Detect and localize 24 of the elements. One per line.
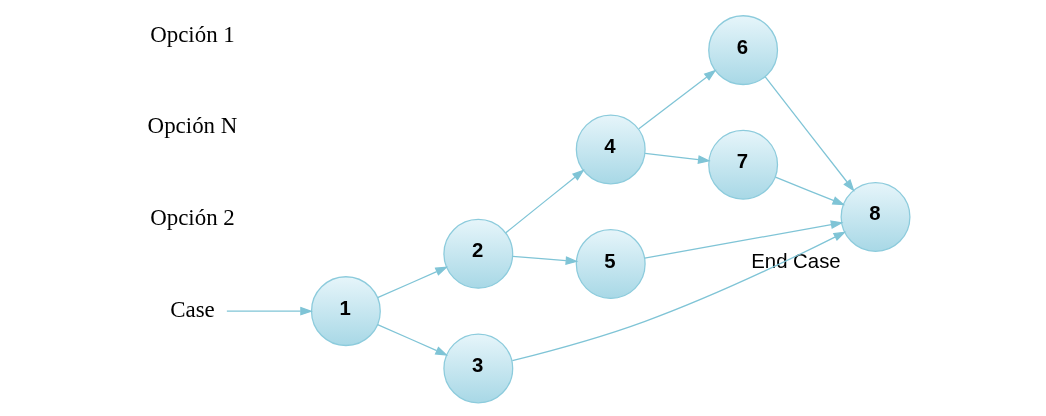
- arrow: [764, 76, 855, 192]
- arrow: [376, 266, 448, 299]
- node-circle: 4: [575, 114, 646, 185]
- arrow: [511, 255, 578, 266]
- arrow: [643, 152, 711, 164]
- label: Opción 1: [149, 21, 235, 47]
- node-circle: 7: [707, 129, 778, 200]
- arrow: [504, 169, 585, 234]
- node-circle: 2: [442, 218, 513, 289]
- arrow: [774, 176, 845, 206]
- node-label: End Case: [750, 249, 841, 272]
- node-text: Case: [169, 296, 215, 322]
- label: Opción 2: [149, 205, 235, 231]
- arrow: [637, 69, 716, 130]
- node-circle: 8: [840, 181, 911, 252]
- label: Opción N: [147, 113, 237, 139]
- arrow: [511, 231, 846, 362]
- node-circle: 1: [310, 276, 381, 347]
- node-circle: 5: [575, 229, 646, 300]
- arrow: [376, 323, 448, 356]
- arrow: [643, 220, 843, 259]
- arrow: [225, 306, 313, 316]
- node-circle: 3: [442, 333, 513, 404]
- node-circle: 6: [707, 15, 778, 86]
